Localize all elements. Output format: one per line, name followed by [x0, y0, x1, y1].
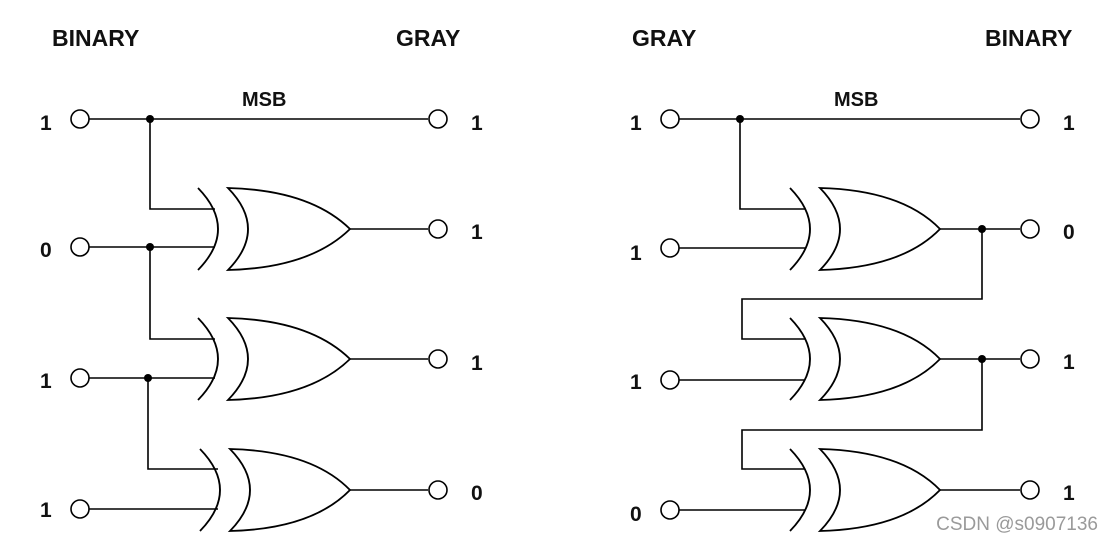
left-output-bit-2: 1 [471, 221, 483, 244]
left-msb-label: MSB [242, 89, 286, 111]
csdn-watermark: CSDN @s0907136 [936, 514, 1098, 535]
right-junction-2 [978, 225, 986, 233]
left-header-gray: GRAY [396, 25, 460, 51]
right-xor-gate-1 [789, 187, 942, 271]
left-input-terminal-2 [70, 237, 90, 257]
right-junction-1 [736, 115, 744, 123]
left-input-bit-3: 1 [40, 370, 52, 393]
right-output-bit-1: 1 [1063, 112, 1075, 135]
right-output-terminal-1 [1020, 109, 1040, 129]
right-output-bit-4: 1 [1063, 482, 1075, 505]
right-input-terminal-2 [660, 238, 680, 258]
right-output-terminal-2 [1020, 219, 1040, 239]
left-output-terminal-3 [428, 349, 448, 369]
left-xor-gate-3 [199, 448, 352, 532]
right-input-terminal-4 [660, 500, 680, 520]
left-input-terminal-4 [70, 499, 90, 519]
left-output-bit-1: 1 [471, 112, 483, 135]
binary-to-gray-circuit: BINARY GRAY MSB 1 0 1 1 1 1 1 0 [40, 25, 483, 532]
right-input-bit-3: 1 [630, 371, 642, 394]
left-input-terminal-3 [70, 368, 90, 388]
left-header-binary: BINARY [52, 25, 139, 51]
right-output-bit-3: 1 [1063, 351, 1075, 374]
right-input-bit-1: 1 [630, 112, 642, 135]
right-junction-3 [978, 355, 986, 363]
right-output-terminal-3 [1020, 349, 1040, 369]
right-xor-gate-2 [789, 317, 942, 401]
left-input-terminal-1 [70, 109, 90, 129]
left-junction-1 [146, 115, 154, 123]
left-output-bit-3: 1 [471, 352, 483, 375]
left-input-bit-2: 0 [40, 239, 52, 262]
left-input-bit-1: 1 [40, 112, 52, 135]
left-junction-2 [146, 243, 154, 251]
right-input-bit-4: 0 [630, 503, 642, 526]
right-output-bit-2: 0 [1063, 221, 1075, 244]
right-input-terminal-1 [660, 109, 680, 129]
right-input-terminal-3 [660, 370, 680, 390]
left-output-terminal-4 [428, 480, 448, 500]
left-output-terminal-2 [428, 219, 448, 239]
gray-to-binary-circuit: GRAY BINARY MSB 1 1 1 0 1 0 1 1 [630, 25, 1075, 532]
left-xor-gate-1 [197, 187, 352, 271]
left-output-bit-4: 0 [471, 482, 483, 505]
left-junction-3 [144, 374, 152, 382]
right-msb-label: MSB [834, 89, 878, 111]
right-header-binary: BINARY [985, 25, 1072, 51]
left-output-terminal-1 [428, 109, 448, 129]
right-input-bit-2: 1 [630, 242, 642, 265]
right-header-gray: GRAY [632, 25, 696, 51]
right-output-terminal-4 [1020, 480, 1040, 500]
left-input-bit-4: 1 [40, 499, 52, 522]
right-xor-gate-3 [789, 448, 942, 532]
left-xor-gate-2 [197, 317, 352, 401]
